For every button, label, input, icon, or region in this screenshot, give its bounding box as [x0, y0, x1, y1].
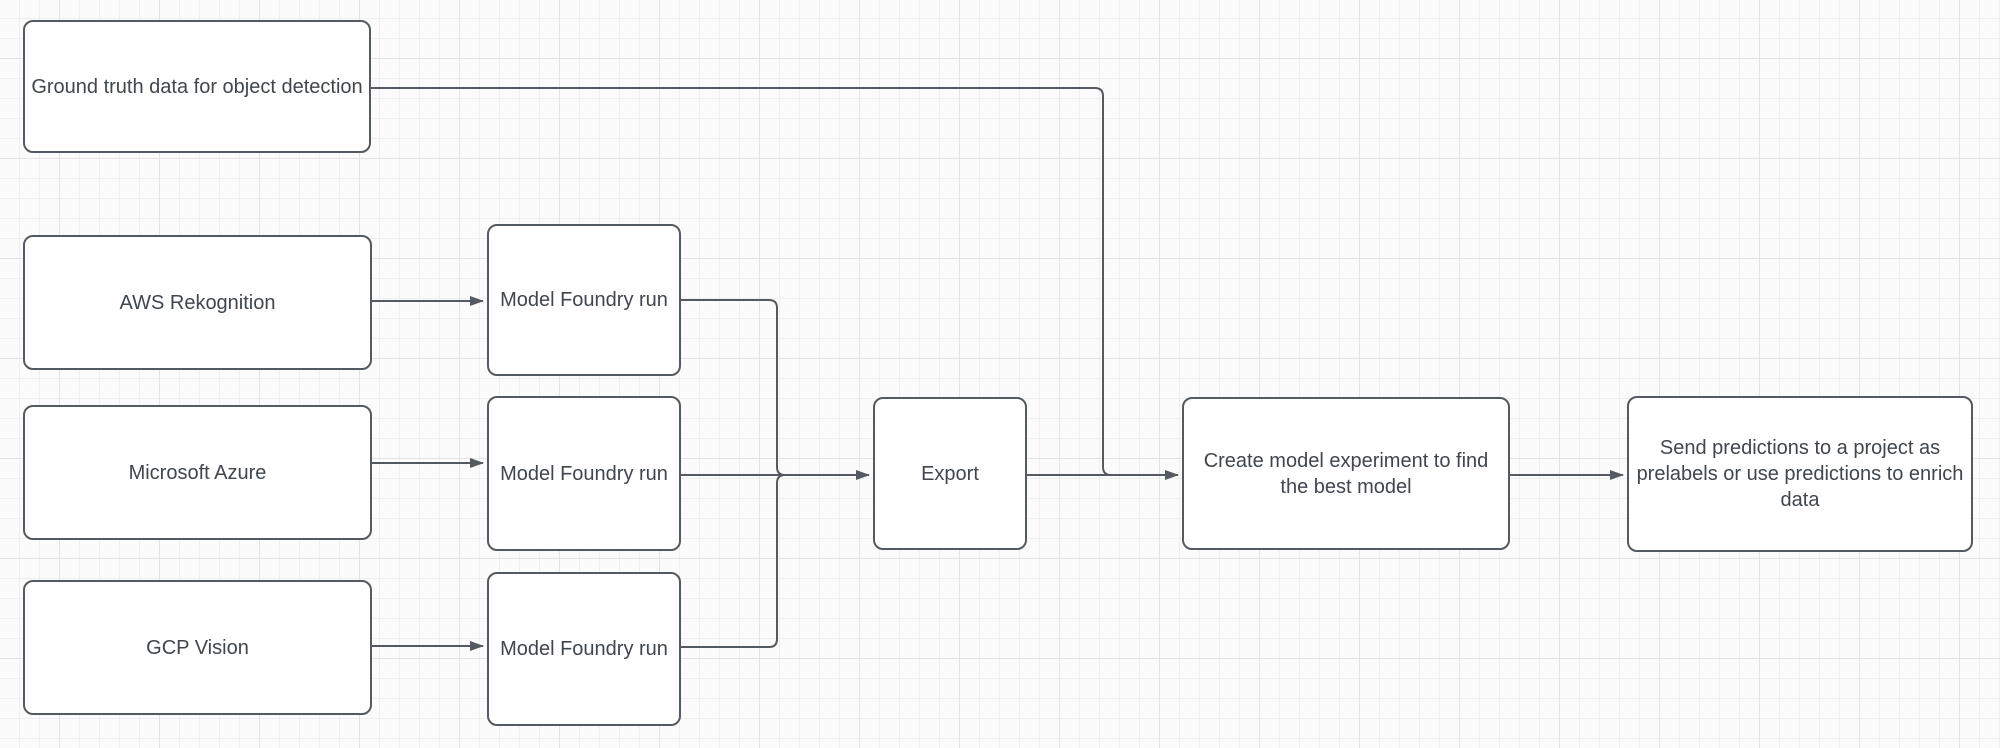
node-model-foundry-run-2-label: Model Foundry run — [500, 462, 668, 485]
node-gcp-vision[interactable]: GCP Vision — [23, 580, 372, 715]
connector-mf1-to-export[interactable] — [681, 299, 800, 476]
node-create-experiment-label: Create model experiment to find the best… — [1203, 449, 1489, 498]
node-model-foundry-run-2[interactable]: Model Foundry run — [487, 396, 681, 551]
node-aws-rekognition-label: AWS Rekognition — [119, 291, 276, 314]
connector-groundtruth-to-create[interactable] — [371, 87, 1150, 476]
node-send-predictions[interactable]: Send predictions to a project as prelabe… — [1627, 396, 1973, 552]
node-aws-rekognition[interactable]: AWS Rekognition — [23, 235, 372, 370]
node-model-foundry-run-3-label: Model Foundry run — [500, 638, 668, 660]
node-model-foundry-run-1-label: Model Foundry run — [500, 289, 668, 311]
node-export-label: Export — [921, 462, 979, 485]
node-model-foundry-run-1[interactable]: Model Foundry run — [487, 224, 681, 376]
node-ground-truth[interactable]: Ground truth data for object detection — [23, 20, 371, 153]
connector-mf3-to-export[interactable] — [681, 474, 800, 648]
node-send-predictions-label: Send predictions to a project as prelabe… — [1636, 437, 1964, 511]
node-gcp-vision-label: GCP Vision — [146, 636, 249, 659]
node-create-experiment[interactable]: Create model experiment to find the best… — [1182, 397, 1510, 550]
node-microsoft-azure[interactable]: Microsoft Azure — [23, 405, 372, 540]
node-microsoft-azure-label: Microsoft Azure — [128, 461, 267, 484]
node-export[interactable]: Export — [873, 397, 1027, 550]
node-ground-truth-label: Ground truth data for object detection — [31, 75, 363, 98]
node-model-foundry-run-3[interactable]: Model Foundry run — [487, 572, 681, 726]
